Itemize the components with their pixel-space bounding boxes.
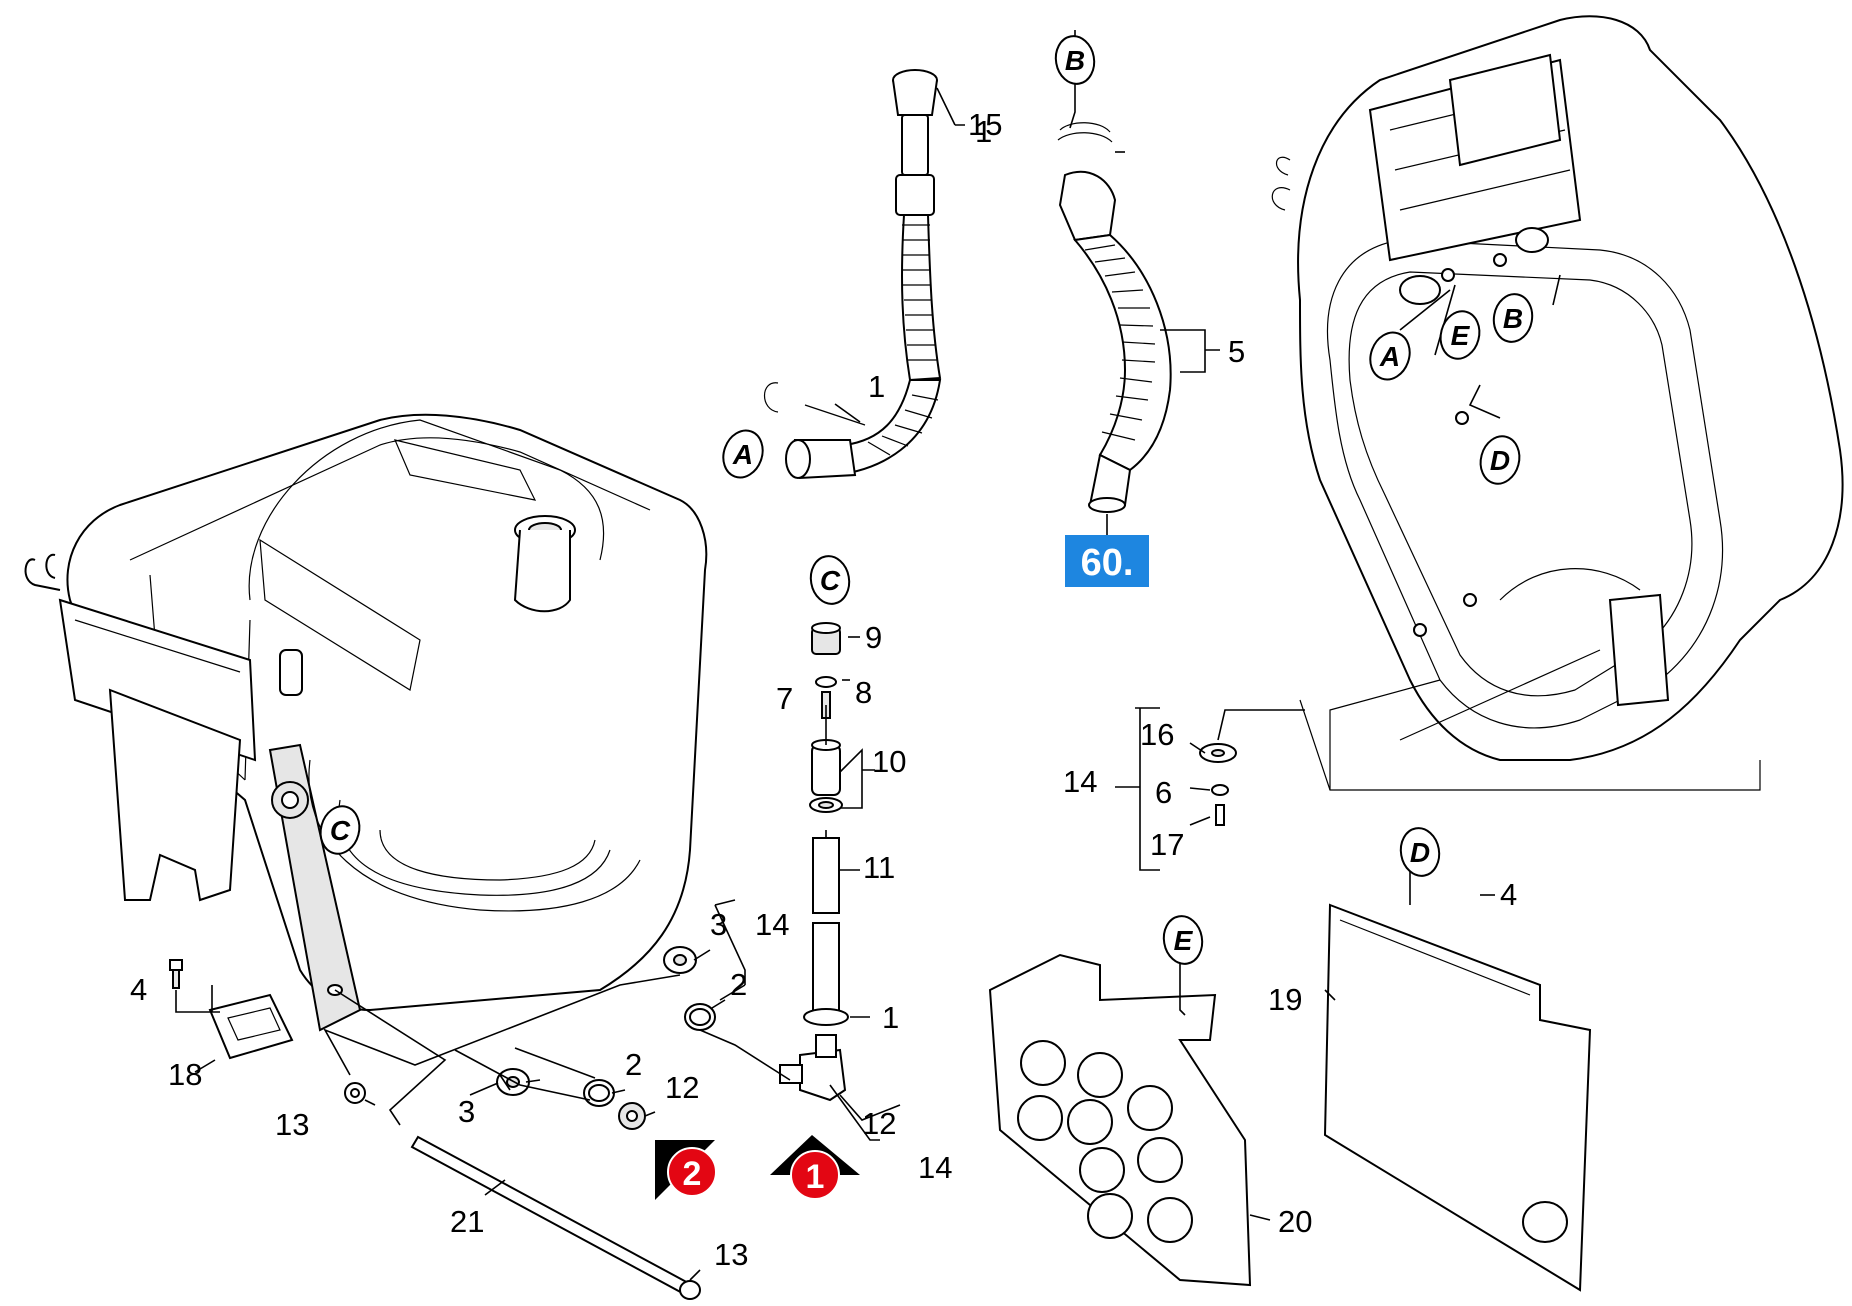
tank-body — [24, 413, 708, 1032]
label-2-upper: 2 — [730, 967, 747, 1002]
callout-b-housing: B — [1492, 293, 1534, 343]
label-14-center: 14 — [918, 1150, 952, 1185]
plate-19 — [1323, 903, 1592, 1292]
label-9: 9 — [865, 620, 882, 655]
svg-text:A: A — [1379, 341, 1400, 372]
label-3-lower: 3 — [458, 1094, 475, 1129]
callout-d-housing: D — [1479, 435, 1521, 485]
svg-text:A: A — [732, 439, 753, 470]
callout-a-hose: A — [722, 429, 764, 479]
label-14-upper: 14 — [755, 907, 789, 942]
svg-text:C: C — [330, 815, 351, 846]
label-18: 18 — [168, 1057, 202, 1092]
label-1-clamp: 1 — [882, 1000, 899, 1035]
drain-valve-stack — [779, 622, 849, 1102]
callout-a-housing: A — [1369, 331, 1411, 381]
label-19: 19 — [1268, 982, 1302, 1017]
label-8: 8 — [855, 675, 872, 710]
label-6: 6 — [1155, 775, 1172, 810]
callout-e-housing: E — [1439, 310, 1481, 360]
label-12-left: 12 — [665, 1070, 699, 1105]
svg-text:C: C — [820, 565, 841, 596]
label-21: 21 — [450, 1204, 484, 1239]
label-7: 7 — [776, 681, 793, 716]
hose-assembly-15 — [785, 69, 942, 480]
badge-text: 60. — [1081, 542, 1134, 584]
marker-1-text: 1 — [806, 1158, 825, 1196]
label-2-lower: 2 — [625, 1047, 642, 1082]
leader-lines — [175, 30, 1561, 1281]
view-marker-1: 1 — [770, 1135, 860, 1200]
callout-c-stack: C — [809, 555, 851, 605]
label-1-top: 1 — [975, 114, 992, 149]
label-13-left: 13 — [275, 1107, 309, 1142]
badge-box — [1065, 535, 1149, 587]
part-number-labels: 1 1 1 2 2 3 3 4 4 5 6 7 8 9 10 11 12 12 … — [130, 107, 1517, 1272]
callout-c-tank: C — [319, 805, 361, 855]
tank-housing — [1271, 15, 1844, 791]
rod-21 — [410, 1135, 701, 1300]
svg-text:E: E — [1451, 320, 1471, 351]
svg-text:B: B — [1065, 45, 1085, 76]
label-14-right: 14 — [1063, 764, 1097, 799]
callout-b-top: B — [1054, 35, 1096, 85]
callout-e-plate: E — [1162, 915, 1204, 965]
svg-text:D: D — [1490, 445, 1510, 476]
svg-text:D: D — [1410, 837, 1430, 868]
label-4-right: 4 — [1500, 877, 1517, 912]
reference-badge: 60. — [1065, 535, 1149, 587]
label-10: 10 — [872, 744, 906, 779]
label-20: 20 — [1278, 1204, 1312, 1239]
label-3-upper: 3 — [710, 907, 727, 942]
label-4-left: 4 — [130, 972, 147, 1007]
label-5: 5 — [1228, 334, 1245, 369]
svg-text:E: E — [1174, 925, 1194, 956]
label-13-bottom: 13 — [714, 1237, 748, 1272]
svg-text:B: B — [1503, 303, 1523, 334]
label-12-center: 12 — [862, 1106, 896, 1141]
label-17: 17 — [1150, 827, 1184, 862]
marker-2-text: 2 — [683, 1155, 702, 1193]
label-11: 11 — [863, 850, 895, 885]
label-15: 15 — [968, 107, 1002, 142]
hose-5 — [1058, 170, 1172, 513]
label-16: 16 — [1140, 717, 1174, 752]
callout-d-plate: D — [1399, 827, 1441, 877]
plate-20 — [988, 953, 1252, 1287]
letter-callouts: A A B B C C D D — [319, 35, 1534, 965]
view-marker-2: 2 — [655, 1140, 717, 1200]
label-1-hose: 1 — [868, 369, 885, 404]
